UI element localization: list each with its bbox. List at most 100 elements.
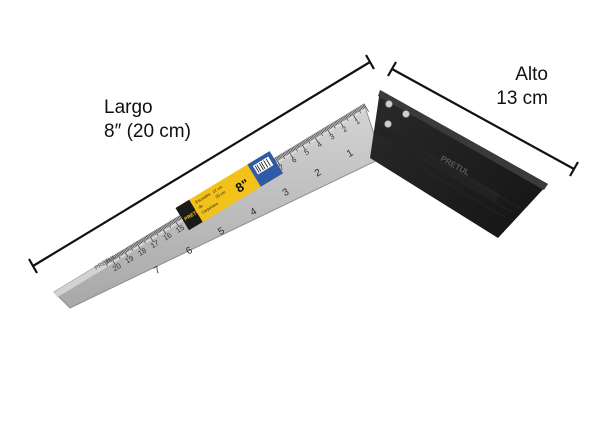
ruler-tick: [156, 229, 159, 234]
ruler-tick: [147, 234, 150, 239]
ruler-tick: [362, 104, 366, 109]
ruler-tick: [310, 135, 314, 140]
ruler-tick: [334, 121, 338, 126]
ruler-tick: [128, 246, 131, 251]
ruler-tick: [309, 136, 312, 141]
ruler-tick: [280, 154, 283, 159]
ruler-metric-number: 5: [303, 147, 311, 157]
ruler-metric-number: 17: [149, 238, 161, 250]
alto-value: 13 cm: [496, 88, 548, 109]
ruler-tick: [111, 256, 115, 261]
ruler-tick: [307, 137, 311, 142]
ruler-tick: [168, 221, 172, 226]
ruler-tick: [107, 258, 111, 263]
ruler-tick: [104, 260, 108, 267]
ruler-tick: [153, 231, 157, 235]
ruler-metric-number: 4: [315, 140, 323, 150]
ruler-tick: [354, 109, 358, 113]
sticker-size: 8": [233, 176, 252, 196]
ruler-tick: [338, 119, 344, 128]
ruler-tick: [350, 111, 357, 120]
ruler-tick: [276, 156, 280, 161]
ruler-tick: [291, 147, 295, 152]
ruler-tick: [172, 219, 176, 224]
ruler-tick: [335, 120, 339, 125]
ruler-tick: [353, 109, 357, 114]
ruler-tick: [282, 152, 286, 157]
ruler-tick: [109, 257, 112, 262]
ruler-tick: [361, 105, 364, 110]
ruler-tick: [149, 233, 153, 238]
ruler-tick: [319, 130, 324, 137]
ruler-tick: [115, 254, 119, 258]
ruler-tick: [134, 242, 138, 247]
ruler-tick: [157, 228, 161, 233]
ruler-tick: [144, 236, 148, 241]
ruler-tick: [154, 230, 159, 236]
ruler-metric-number: 3: [328, 132, 336, 142]
ruler-tick: [131, 244, 135, 248]
ruler-tick: [328, 125, 331, 130]
ruler-tick: [143, 237, 147, 242]
ruler-tick: [142, 237, 146, 244]
ruler-metric-number: 18: [136, 246, 148, 258]
ruler-tick: [152, 231, 156, 236]
ruler-tick: [323, 128, 326, 133]
ruler-tick: [283, 152, 287, 156]
ruler-inch-number: 3: [281, 186, 292, 199]
ruler-tick: [356, 108, 359, 113]
ruler-tick: [325, 126, 332, 135]
ruler-metric-number: 15: [174, 223, 186, 235]
ruler-tick: [285, 151, 288, 156]
ruler-tick: [349, 112, 353, 117]
ruler-tick: [148, 234, 154, 243]
ruler-tick: [320, 129, 324, 134]
ruler-tick: [119, 251, 123, 256]
ruler-metric-number: 6: [290, 155, 298, 165]
ruler-tick: [123, 249, 129, 258]
ruler-inch-number: 5: [216, 225, 227, 238]
ruler-tick: [110, 257, 116, 266]
sticker-line: de: [197, 203, 204, 210]
ruler-tick: [145, 235, 149, 240]
ruler-tick: [288, 149, 292, 153]
ruler-tick: [277, 155, 281, 160]
handle-rivet: [402, 110, 410, 118]
ruler-tick: [278, 155, 282, 159]
ruler-tick: [340, 117, 344, 122]
ruler-tick: [140, 238, 144, 243]
ruler-tick: [275, 157, 281, 166]
ruler-tick: [337, 119, 340, 124]
ruler-tick: [273, 158, 277, 163]
ruler-tick: [106, 259, 110, 264]
handle-rivet: [384, 120, 392, 128]
ruler-tick: [324, 127, 328, 132]
ruler-tick: [316, 132, 320, 136]
ruler-tick: [329, 124, 333, 129]
ruler-tick: [133, 243, 137, 248]
ruler-tick: [297, 143, 301, 148]
ruler-tick: [305, 139, 309, 143]
ruler-tick: [113, 255, 116, 260]
ruler-tick: [348, 112, 352, 117]
ruler-tick: [121, 250, 125, 255]
ruler-tick: [352, 110, 356, 115]
ruler-tick: [326, 126, 330, 130]
ruler-tick: [135, 241, 142, 250]
ruler-tick: [125, 247, 129, 252]
ruler-tick: [332, 122, 336, 129]
sticker-line: 20 cm: [214, 189, 226, 199]
ruler-tick: [162, 225, 166, 230]
alto-dimension-line: [387, 61, 579, 177]
ruler-tick: [150, 232, 154, 237]
ruler-inch-number: 6: [184, 245, 195, 258]
ruler-tick: [137, 241, 140, 245]
ruler-tick: [358, 106, 362, 111]
sticker-line: 12 cm: [211, 184, 223, 194]
ruler-tick: [339, 118, 343, 123]
ruler-tick: [302, 140, 306, 145]
ruler-handle: PRETUL: [370, 90, 548, 238]
ruler-tick: [138, 240, 142, 245]
ruler-tick: [330, 123, 334, 128]
ruler-tick: [344, 115, 349, 121]
